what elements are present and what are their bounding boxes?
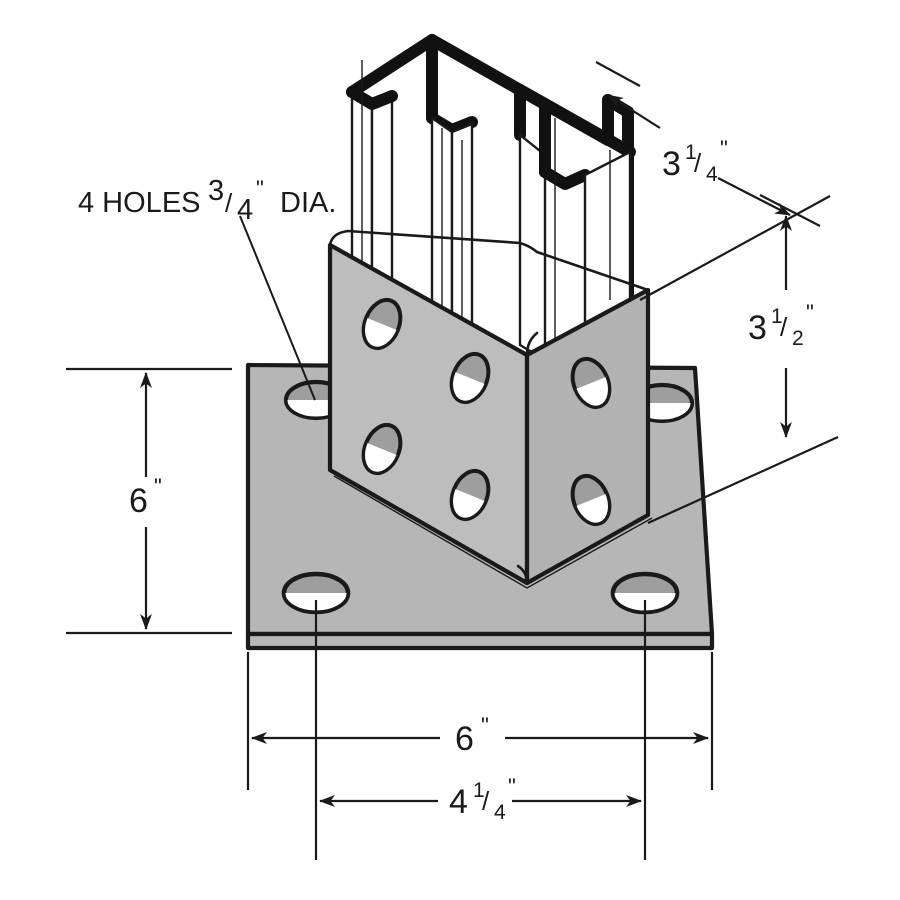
dim-3-1-4-denominator: 4	[706, 163, 718, 186]
dim-3-1-4-slash: /	[694, 148, 702, 178]
dim-6-depth-inch-mark: "	[154, 474, 162, 499]
dim-4-1-4-inch-mark: "	[508, 774, 516, 799]
channel-rear-top-outline	[346, 34, 526, 141]
dim-3-1-4-inch-mark: "	[720, 136, 728, 161]
dim-3-1-2-slash: /	[780, 312, 788, 342]
dim-3-1-4-arrow-upper	[607, 94, 661, 129]
dim-3-1-4-whole: 3	[662, 145, 681, 183]
dim-label-bracket-height: 3 1 / 2 "	[748, 300, 814, 350]
holes-note-denominator: 4	[237, 194, 253, 226]
dim-3-1-4-arrow-lower	[717, 177, 791, 216]
dim-plate-width	[246, 652, 714, 790]
dim-4-1-4-whole: 4	[449, 783, 468, 821]
bracket-hole	[570, 356, 612, 410]
dim-3-1-2-numerator: 1	[771, 305, 783, 328]
dim-plate-depth	[66, 367, 232, 635]
dim-4-1-4-denominator: 4	[494, 801, 506, 824]
dim-3-1-2-inch-mark: "	[806, 300, 814, 325]
angle-bracket	[327, 229, 653, 589]
dim-3-1-2-denominator: 2	[792, 327, 804, 350]
bracket-hole	[449, 468, 491, 522]
dim-6-width-inch-mark: "	[481, 713, 489, 738]
dim-hole-spacing	[314, 600, 647, 860]
bracket-bottom-fold-shadow	[333, 475, 653, 589]
holes-note-lead: 4 HOLES	[78, 187, 201, 219]
base-plate-hole	[610, 571, 680, 615]
dim-4-1-4-numerator: 1	[473, 779, 485, 802]
dim-channel-width	[595, 61, 821, 227]
dim-label-hole-spacing: 4 1 / 4 "	[449, 774, 516, 824]
holes-note-trail: DIA.	[280, 187, 336, 219]
bracket-corner-round-bottom	[516, 564, 529, 585]
dim-3-1-4-ext-lower	[759, 194, 821, 227]
dim-label-plate-depth: 6 "	[129, 474, 162, 520]
holes-note-numerator: 3	[208, 175, 224, 207]
bracket-hole	[361, 422, 403, 476]
dim-3-1-2-ext-top	[639, 195, 831, 301]
dim-6-depth-value: 6	[129, 482, 148, 520]
dim-6-width-value: 6	[455, 720, 474, 758]
channel-rear-left-lip	[346, 86, 398, 110]
bracket-hole	[570, 473, 612, 527]
dim-label-channel-width: 3 1 / 4 "	[662, 136, 728, 186]
channel-front-top-rear-edge	[539, 98, 636, 158]
base-plate-front-edge	[245, 631, 715, 651]
dim-4-1-4-slash: /	[482, 786, 490, 816]
holes-note-inch-mark: "	[256, 176, 264, 201]
bracket-hole	[449, 351, 491, 405]
dim-3-1-2-ext-bottom	[647, 435, 839, 525]
dim-bracket-height	[639, 195, 839, 525]
dim-3-1-2-whole: 3	[748, 309, 767, 347]
dim-label-plate-width: 6 "	[455, 713, 489, 758]
channel-front-lip	[539, 166, 591, 190]
dim-3-1-4-numerator: 1	[685, 141, 697, 164]
holes-note: 4 HOLES 3 / 4 " DIA.	[78, 175, 336, 226]
bracket-top-right-edge	[518, 241, 650, 292]
strut-channel	[346, 34, 636, 369]
bracket-top-left-edge	[328, 229, 522, 247]
holes-note-leader	[239, 215, 316, 401]
holes-note-slash: /	[225, 188, 233, 218]
bracket-bottom-fold	[328, 468, 650, 585]
bracket-hole	[361, 297, 403, 351]
bracket-corner-round-top	[525, 331, 539, 357]
dim-3-1-4-ext-upper	[595, 61, 641, 87]
